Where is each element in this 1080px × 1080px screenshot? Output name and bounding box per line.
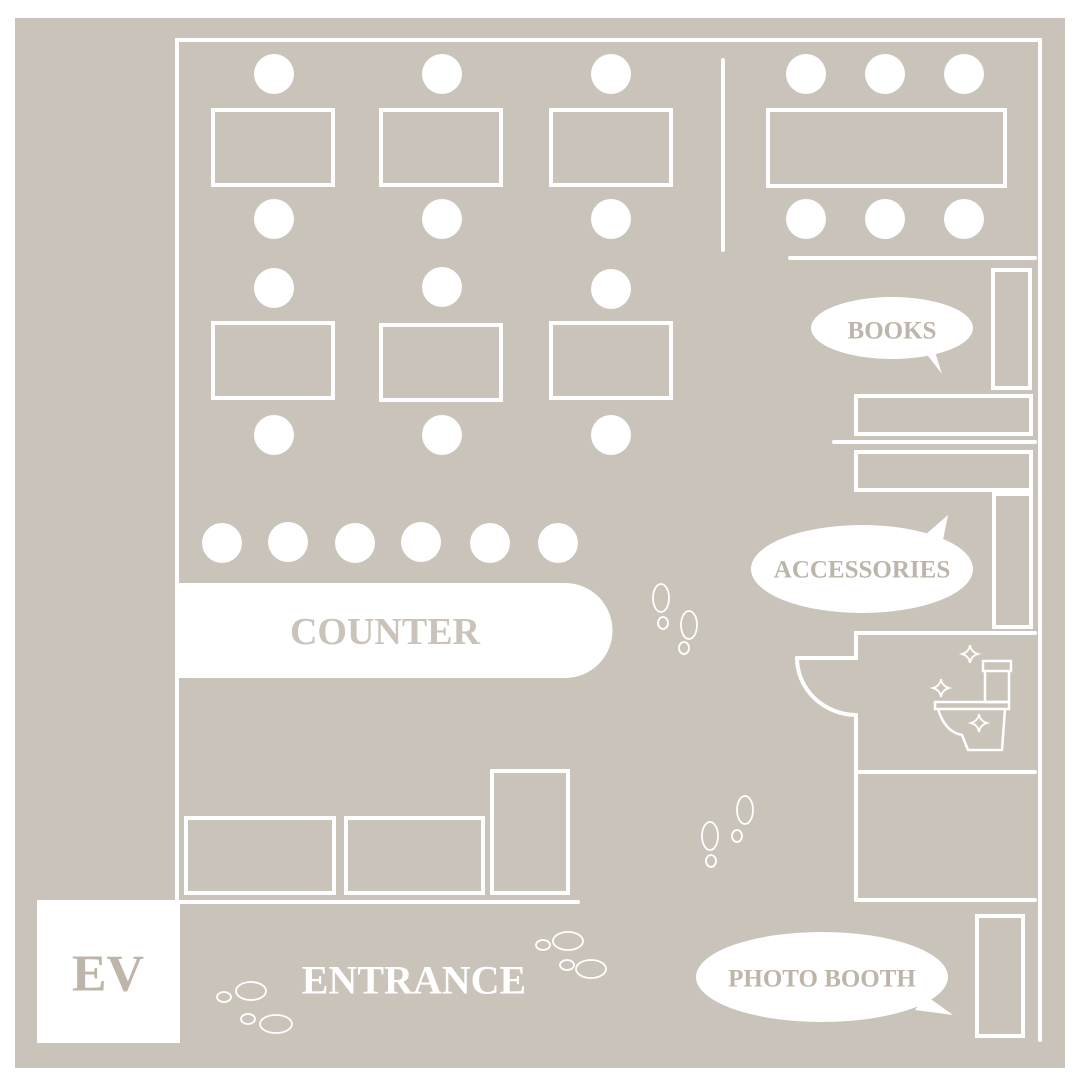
- shelf: [991, 268, 1032, 390]
- chair-icon: [944, 54, 984, 94]
- speech-bubble-icon: [811, 297, 973, 359]
- footprints-icon: [216, 583, 754, 1034]
- chair-icon: [865, 54, 905, 94]
- elevator: [37, 900, 180, 1043]
- stool-icon: [401, 522, 441, 562]
- stool-icon: [470, 523, 510, 563]
- walls: [175, 38, 1042, 1042]
- table: [211, 108, 335, 187]
- shelf: [344, 816, 485, 895]
- books-label: BOOKS: [848, 318, 937, 345]
- shelves: [184, 268, 1033, 1038]
- chair-icon: [944, 199, 984, 239]
- chair-icon: [591, 269, 631, 309]
- chair-icon: [254, 415, 294, 455]
- speech-bubble-icon: [751, 525, 973, 613]
- shelf: [854, 450, 1033, 492]
- photo-booth-bubble: PHOTO BOOTH: [696, 932, 953, 1022]
- chair-icon: [254, 54, 294, 94]
- chair-icon: [865, 199, 905, 239]
- chair-icon: [422, 415, 462, 455]
- chair-icon: [591, 199, 631, 239]
- chair-icon: [422, 267, 462, 307]
- long-table: [766, 108, 1007, 188]
- table: [549, 108, 673, 187]
- dining-tables: [211, 108, 1007, 402]
- shelf: [490, 769, 570, 895]
- chair-icon: [422, 199, 462, 239]
- chair-icon: [254, 268, 294, 308]
- sparkle-icon: [929, 644, 991, 733]
- counter-label: COUNTER: [290, 611, 481, 653]
- chairs: [202, 54, 984, 563]
- toilet-icon: [933, 659, 1013, 752]
- shelf: [854, 394, 1033, 436]
- table: [549, 321, 673, 400]
- entrance-label: ENTRANCE: [302, 958, 526, 1003]
- restroom: [795, 631, 1037, 902]
- accessories-bubble: ACCESSORIES: [751, 515, 973, 613]
- counter: [177, 583, 613, 678]
- chair-icon: [591, 415, 631, 455]
- elevator-label: EV: [72, 946, 144, 1003]
- accessories-label: ACCESSORIES: [774, 557, 950, 584]
- speech-bubble-icon: [696, 932, 948, 1022]
- stool-icon: [202, 523, 242, 563]
- table: [379, 108, 503, 187]
- table: [211, 321, 335, 400]
- chair-icon: [786, 54, 826, 94]
- chair-icon: [254, 199, 294, 239]
- photo-booth-frame: [975, 914, 1025, 1038]
- stool-icon: [335, 523, 375, 563]
- stool-icon: [538, 523, 578, 563]
- stool-icon: [268, 522, 308, 562]
- chair-icon: [786, 199, 826, 239]
- chair-icon: [591, 54, 631, 94]
- shelf: [992, 492, 1033, 629]
- books-bubble: BOOKS: [811, 297, 973, 374]
- table: [379, 323, 503, 402]
- chair-icon: [422, 54, 462, 94]
- shelf: [184, 816, 336, 895]
- photo-booth-label: PHOTO BOOTH: [728, 966, 916, 993]
